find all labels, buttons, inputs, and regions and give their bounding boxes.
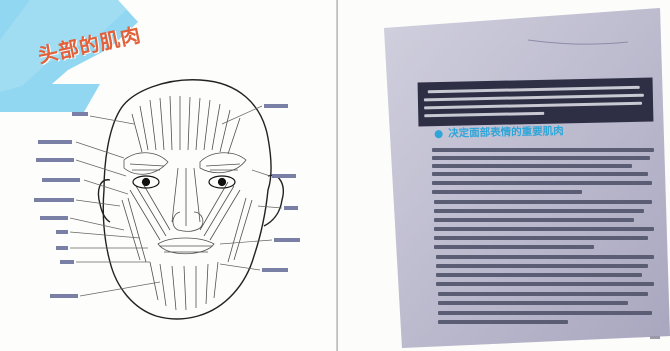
heading-bullet-icon: ● [433,127,444,140]
section-heading: ● 决定面部表情的重要肌肉 [434,123,564,141]
facial-muscle-illustration [34,79,300,320]
section-heading-text: 决定面部表情的重要肌肉 [448,125,564,140]
eyes [132,175,236,189]
head-outline [97,79,284,320]
left-page: 头部的肌肉 [0,0,300,320]
right-page: ● 决定面部表情的重要肌肉 [338,0,670,351]
page-number [650,336,660,339]
intro-paragraph-box [417,77,654,127]
chapter-number-graphic [0,0,138,112]
label-bars [34,104,300,298]
page-gutter [336,0,339,351]
muscle-fibers [121,95,253,311]
leader-lines [69,105,283,297]
